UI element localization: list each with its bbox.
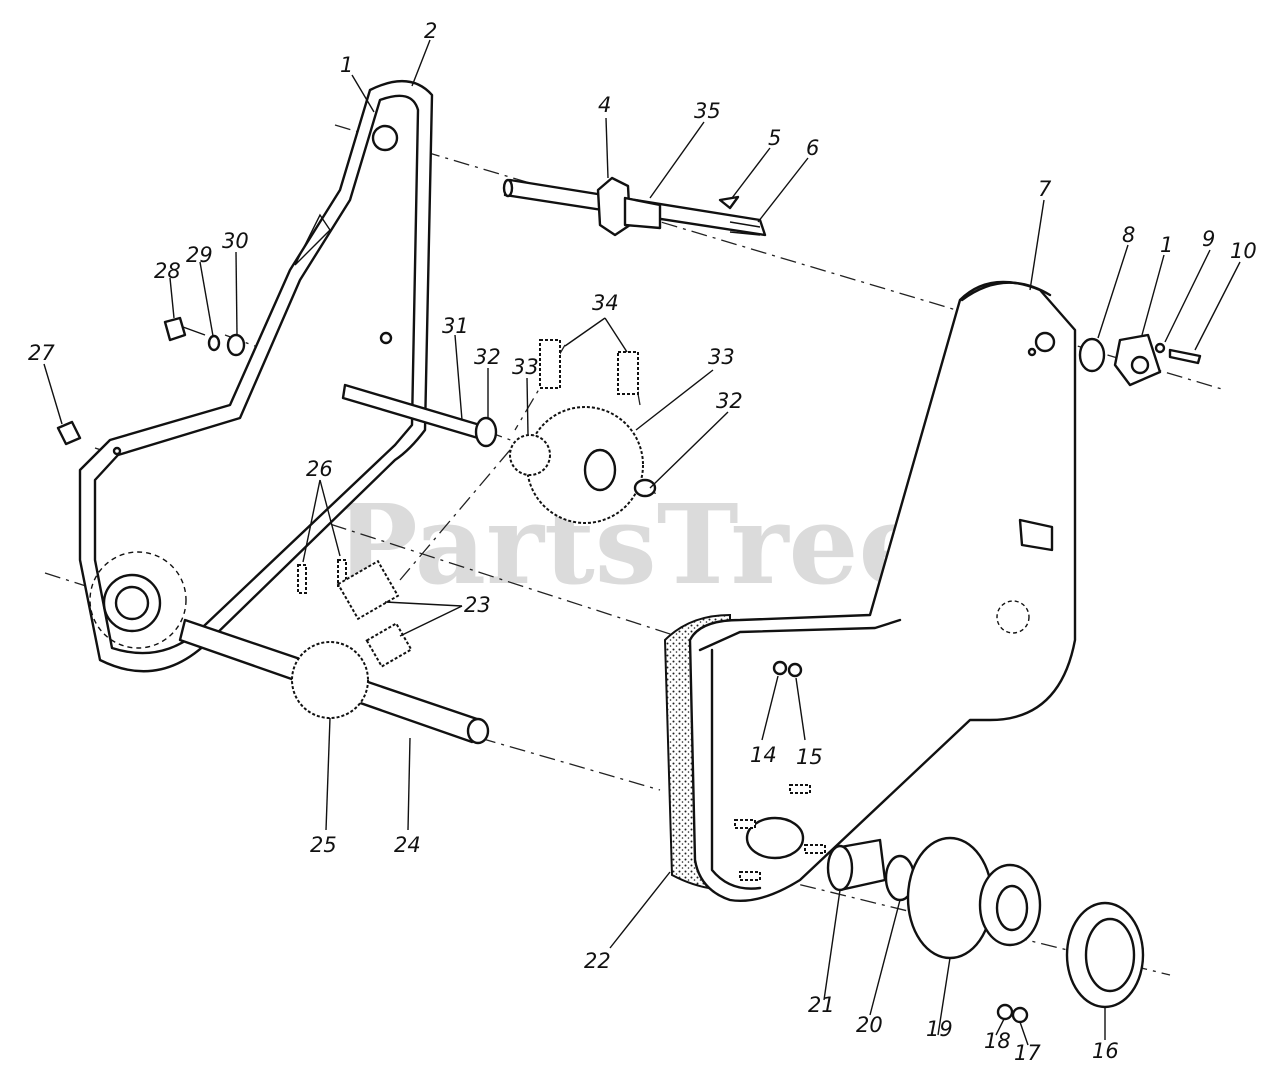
part-label-6: 6 [806,136,819,160]
part-label-7: 7 [1038,177,1052,201]
part-label-35: 35 [694,99,721,123]
part-label-19: 19 [926,1017,953,1041]
middle-shaft-assembly [341,339,657,524]
part-label-32b: 32 [716,389,743,413]
part-label-1b: 1 [1160,233,1173,257]
part-label-5: 5 [768,126,781,150]
part-label-17: 17 [1014,1041,1041,1065]
part-label-15: 15 [796,745,823,769]
part-label-23: 23 [464,593,491,617]
part-label-14: 14 [750,743,777,767]
part-labels: 1 2 4 35 5 6 7 8 1 9 10 30 29 28 27 31 3… [28,19,1257,1065]
part-label-34: 34 [592,291,619,315]
part-label-10: 10 [1230,239,1257,263]
watermark-text: PartsTree [335,480,929,609]
hub-assembly [826,836,1145,1024]
part-label-24: 24 [394,833,421,857]
part-label-21: 21 [808,993,835,1017]
part-label-29: 29 [186,243,213,267]
right-bearing-parts [1078,333,1202,387]
upper-shaft-assembly [502,176,767,237]
right-chain-case [663,280,1077,902]
part-label-25: 25 [310,833,337,857]
left-bolt-parts [56,316,246,446]
part-label-16: 16 [1092,1039,1119,1063]
part-label-8: 8 [1122,223,1135,247]
part-label-28: 28 [154,259,181,283]
part-label-22: 22 [584,949,611,973]
part-label-4: 4 [598,93,611,117]
part-label-32: 32 [474,345,501,369]
part-label-9: 9 [1202,227,1215,251]
part-label-27: 27 [28,341,55,365]
part-label-33b: 33 [708,345,735,369]
part-label-30: 30 [222,229,249,253]
part-label-2: 2 [424,19,437,43]
part-label-31: 31 [442,314,469,338]
part-label-20: 20 [856,1013,883,1037]
part-label-1: 1 [340,53,353,77]
part-label-18: 18 [984,1029,1011,1053]
leader-lines [43,39,1241,1046]
lower-shaft-assembly [178,559,490,745]
part-label-26: 26 [306,457,333,481]
part-label-33: 33 [512,355,539,379]
